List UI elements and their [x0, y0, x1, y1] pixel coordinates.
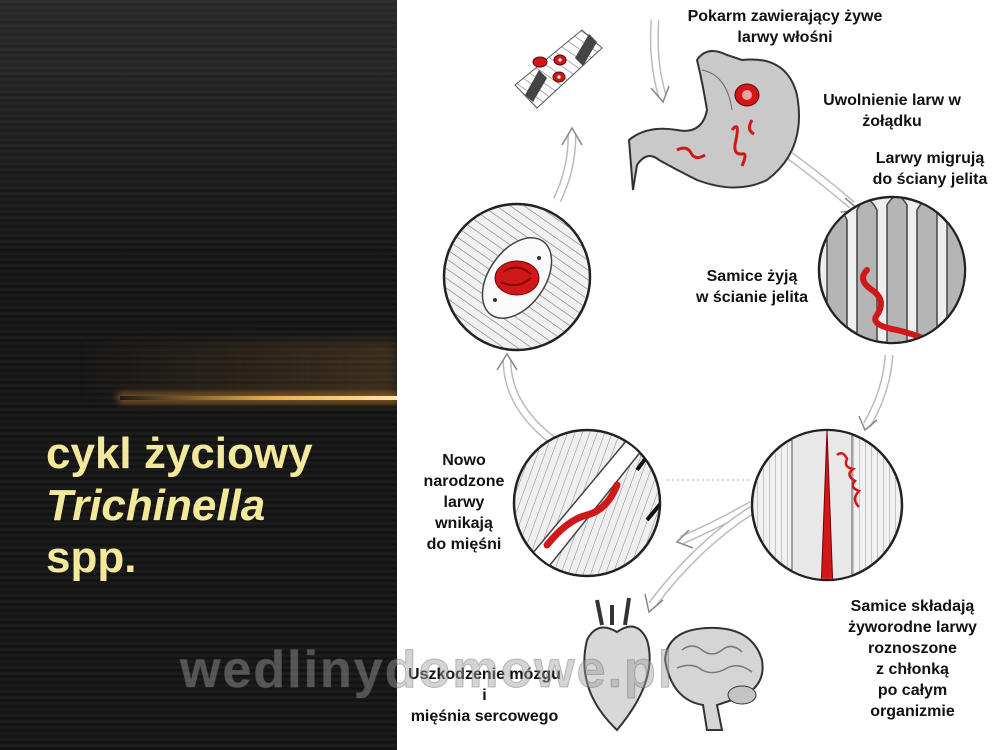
label-females-live: Samice żyją w ścianie jelita	[695, 268, 809, 306]
life-cycle-diagram: Pokarm zawierający żywe larwy włośni Uwo…	[397, 0, 1000, 750]
watermark: wedlinydomowe.pl	[179, 641, 675, 700]
title-line-2: Trichinella	[46, 481, 266, 530]
glow-line	[120, 396, 397, 400]
lymph-vessel-circle	[750, 428, 904, 582]
encysted-larva-circle	[442, 202, 592, 352]
label-food: Pokarm zawierający żywe larwy włośni	[687, 8, 883, 46]
left-panel: cykl życiowy Trichinella spp.	[0, 0, 397, 750]
label-release: Uwolnienie larw w żołądku	[823, 92, 961, 130]
diagram-artwork	[442, 19, 967, 732]
label-newborn: Nowo narodzone larwy wnikają do mięśni	[423, 452, 505, 553]
label-migrate: Larwy migrują do ściany jelita	[872, 150, 988, 188]
heart-illustration	[583, 597, 651, 732]
glow-haze	[80, 340, 397, 400]
cycle-arrows	[496, 19, 894, 614]
slide-title: cykl życiowy Trichinella spp.	[46, 428, 313, 584]
title-line-1: cykl życiowy	[46, 429, 313, 478]
title-line-3: spp.	[46, 533, 137, 582]
meat-cysts-illustration	[514, 29, 603, 109]
intestine-wall-circle	[817, 195, 967, 345]
brain-illustration	[663, 626, 764, 731]
label-females-lay: Samice składają żyworodne larwy roznoszo…	[848, 598, 977, 720]
muscle-invasion-circle	[512, 428, 662, 578]
stomach-illustration	[627, 50, 800, 191]
label-damage: Uszkodzenie mózgu i mięśnia sercowego	[408, 666, 561, 725]
